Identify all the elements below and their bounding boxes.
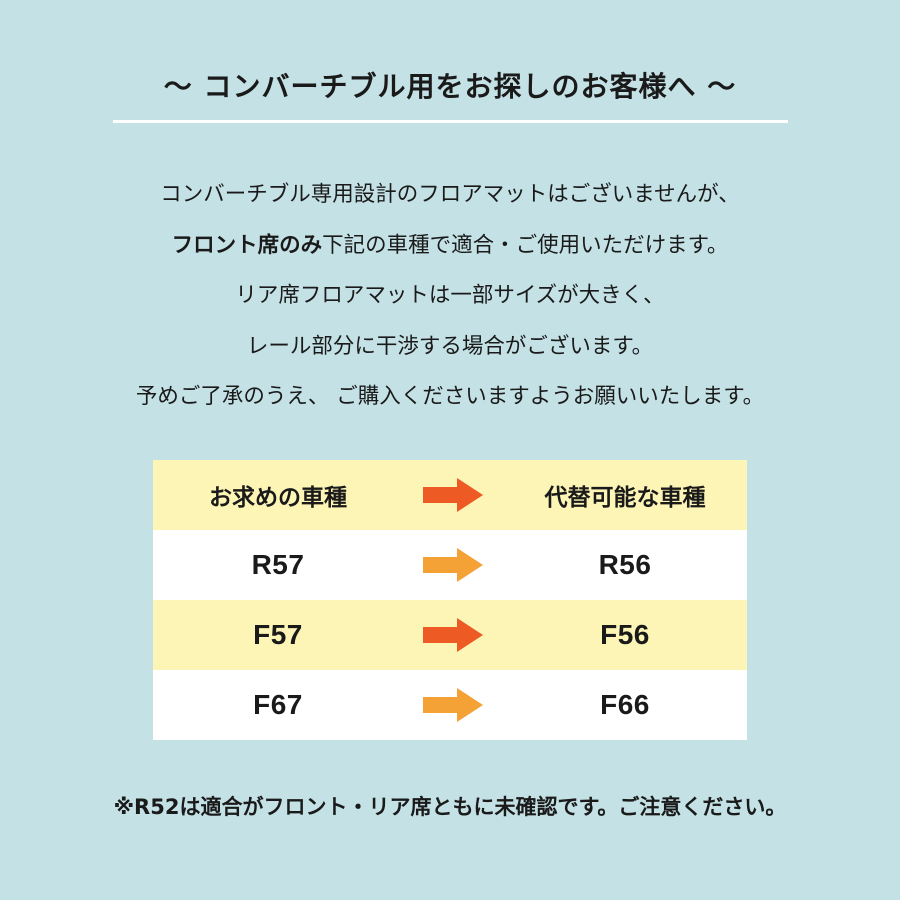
arrow-right-icon: [403, 530, 503, 600]
intro-line-2: フロント席のみ下記の車種で適合・ご使用いただけます。: [0, 221, 900, 272]
header-alternative-model: 代替可能な車種: [544, 485, 706, 511]
table-row: R57 R56: [153, 530, 747, 600]
intro-line-5: 予めご了承のうえ、 ご購入くださいますようお願いいたします。: [135, 384, 765, 409]
arrow-right-icon: [403, 670, 503, 740]
intro-line-1: コンバーチブル専用設計のフロアマットはございませんが、: [160, 182, 740, 207]
table-row: F67 F66: [153, 670, 747, 740]
intro-line-4: レール部分に干渉する場合がございます。: [246, 333, 654, 359]
title-underline: [113, 120, 788, 123]
intro-emphasis: フロント席のみ: [171, 232, 323, 258]
requested-model: F67: [253, 689, 303, 720]
header-requested-model: お求めの車種: [209, 485, 347, 511]
page-title: ～ コンバーチブル用をお探しのお客様へ ～: [163, 70, 737, 103]
alternative-model: F66: [600, 689, 650, 720]
arrow-right-icon: [403, 600, 503, 670]
alternative-model: F56: [600, 619, 650, 650]
arrow-right-icon: [403, 460, 503, 530]
intro-text: コンバーチブル専用設計のフロアマットはございませんが、 フロント席のみ下記の車種…: [0, 170, 900, 423]
intro-line-2-rest: 下記の車種で適合・ご使用いただけます。: [322, 232, 729, 258]
requested-model: R57: [251, 549, 305, 580]
table-header-row: お求めの車種 代替可能な車種: [153, 460, 747, 530]
requested-model: F57: [253, 619, 303, 650]
intro-line-3: リア席フロアマットは一部サイズが大きく、: [235, 283, 665, 308]
compatibility-table: お求めの車種 代替可能な車種 R57 R56 F57 F56 F67 F66: [153, 460, 747, 741]
alternative-model: R56: [598, 549, 652, 580]
footnote: ※R52は適合がフロント・リア席ともに未確認です。ご注意ください。: [113, 795, 787, 819]
table-row: F57 F56: [153, 600, 747, 670]
